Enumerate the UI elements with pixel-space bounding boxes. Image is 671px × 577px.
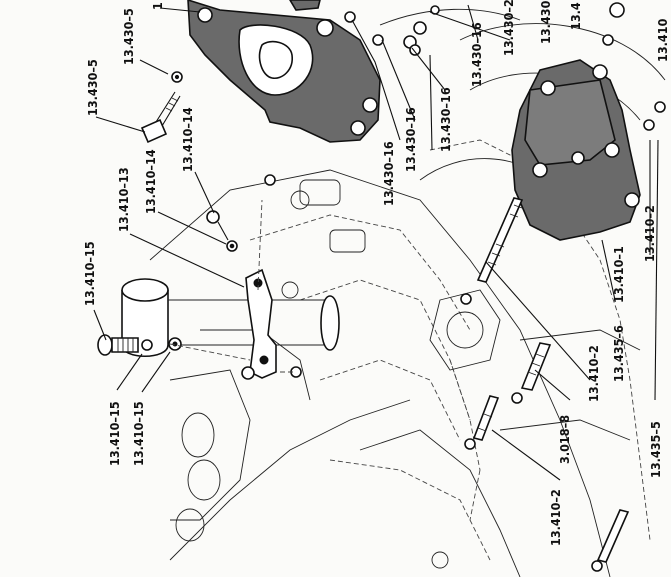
label-13-410-14-b: 13.410–14 <box>143 149 158 214</box>
bolt-13-430-5 <box>140 71 183 144</box>
label-13-430-2-top: 13.430–2 <box>501 0 516 56</box>
label-3-018-8: 3.018–8 <box>557 415 572 464</box>
label-13-430-16-b: 13.430–16 <box>403 107 418 172</box>
bolt-13-410-14 <box>206 210 238 252</box>
upper-bracket <box>187 0 427 143</box>
right-bracket-13-410-1 <box>511 59 641 241</box>
label-13-435-6: 13.435–6 <box>611 325 626 382</box>
label-13-410-2-a: 13.410–2 <box>642 205 657 262</box>
label-13-430-5-left: 13.430–5 <box>85 59 100 116</box>
studs <box>241 2 666 572</box>
label-13-435-5: 13.435–5 <box>648 421 663 478</box>
label-13-410-1: 13.410–1 <box>611 246 626 303</box>
label-13-410-15-low: 13.410–15 <box>131 401 146 466</box>
label-13-410-15-top: 13.410–15 <box>82 241 97 306</box>
bracket-13-410-13 <box>245 268 277 379</box>
leader-lines <box>93 4 659 481</box>
label-13-410-top: 13.410 <box>655 18 670 62</box>
label-13-430-5-top: 13.430–5 <box>121 8 136 65</box>
label-13-410-14-a: 13.410–14 <box>180 107 195 172</box>
label-13-430-16-a: 13.430–16 <box>438 87 453 152</box>
label-13-410-15-mid: 13.410–15 <box>107 401 122 466</box>
label-13-430-16-c: 13.430–16 <box>381 141 396 206</box>
cylinder-housing <box>121 278 340 357</box>
part-labels: 13.430–5 1 13.430–5 13.410–14 13.410–14 … <box>82 0 670 546</box>
label-13-410-13: 13.410–13 <box>116 167 131 232</box>
label-13-410-2-c: 13.410–2 <box>548 489 563 546</box>
engine-block-outline <box>149 8 666 577</box>
bolt-13-410-15 <box>97 334 182 356</box>
label-13-430-16-d: 13.430–16 <box>469 22 484 87</box>
label-13-430-top: 13.430 <box>538 0 553 44</box>
label-13-410-2-b: 13.410–2 <box>586 345 601 402</box>
label-1-top: 1 <box>150 2 165 10</box>
label-13-4-top: 13.4 <box>568 2 583 30</box>
